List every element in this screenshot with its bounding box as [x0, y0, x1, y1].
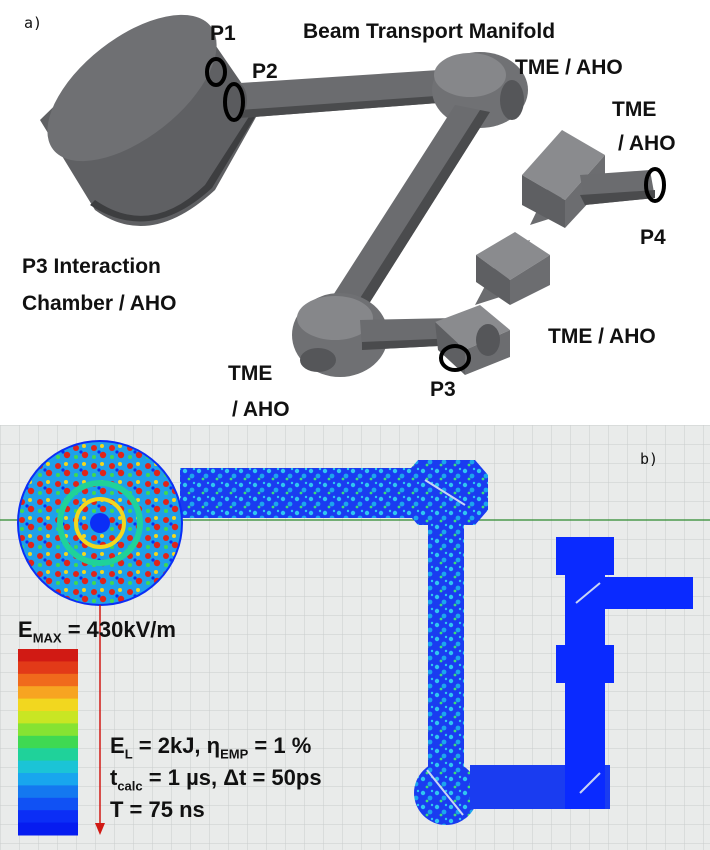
panel-b-tag: b) — [640, 450, 659, 468]
colorbar-step — [18, 785, 78, 799]
colorbar — [18, 649, 78, 836]
colorbar-step — [18, 822, 78, 836]
colorbar-step — [18, 711, 78, 724]
colorbar-step — [18, 810, 78, 824]
colorbar-step — [18, 661, 78, 675]
field-chamber — [17, 440, 183, 606]
colorbar-step — [18, 673, 78, 687]
panel-b-field-simulation: b) EMAX = 430kV/m EL = 2kJ, ηEMP = 1 % t… — [0, 425, 710, 850]
label-p1: P1 — [210, 22, 236, 45]
label-tme-right-2: / AHO — [618, 132, 676, 155]
dt-value: Δt = 50ps — [223, 765, 322, 790]
panel-a-tag: a) — [24, 14, 43, 32]
tcalc-subscript: calc — [117, 778, 143, 794]
diagonal-pipe — [330, 105, 490, 310]
eta-symbol: η — [206, 733, 221, 758]
field-right-section — [556, 537, 693, 809]
colorbar-step — [18, 686, 78, 700]
panel-a-3d-model: a) P1 P2 Beam Transport Manifold TME / A… — [22, 14, 676, 421]
period-line: T = 75 ns — [110, 797, 205, 823]
label-chamber-1: P3 Interaction — [22, 255, 161, 278]
bottom-elbow — [292, 293, 388, 377]
el-value: = 2kJ, — [138, 733, 207, 758]
label-tme-bottom-2: / AHO — [232, 398, 290, 421]
emax-value: = 430kV/m — [67, 617, 176, 642]
probe-arrowhead — [95, 823, 105, 835]
colorbar-step — [18, 649, 78, 662]
port-p2-marker — [223, 82, 245, 122]
label-tme-right-1: TME — [612, 98, 657, 121]
colorbar-step — [18, 698, 78, 712]
label-p3: P3 — [430, 378, 456, 401]
interaction-chamber — [40, 14, 260, 226]
emax-readout: EMAX = 430kV/m — [18, 617, 176, 645]
label-manifold: Beam Transport Manifold — [303, 20, 556, 43]
energy-line: EL = 2kJ, ηEMP = 1 % — [110, 733, 311, 761]
eta-value: = 1 % — [254, 733, 312, 758]
eta-subscript: EMP — [220, 746, 249, 762]
field-map — [0, 425, 710, 850]
manifold-3d-drawing — [40, 14, 666, 377]
el-symbol: E — [110, 733, 125, 758]
label-p2: P2 — [252, 60, 278, 83]
port-p3-marker — [439, 344, 471, 372]
colorbar-step — [18, 773, 78, 786]
el-subscript: L — [124, 746, 133, 762]
colorbar-step — [18, 760, 78, 774]
lower-pipe — [360, 318, 458, 350]
right-line — [475, 130, 655, 305]
label-chamber-2: Chamber / AHO — [22, 292, 177, 315]
emax-symbol: E — [18, 617, 33, 642]
colorbar-step — [18, 748, 78, 762]
cube-p3 — [435, 305, 510, 375]
field-top-cross — [405, 460, 488, 525]
label-tme-top: TME / AHO — [515, 56, 623, 79]
tcalc-symbol: t — [110, 765, 118, 790]
port-p1-marker — [205, 57, 227, 87]
label-tme-mid: TME / AHO — [548, 325, 656, 348]
emax-subscript: MAX — [32, 630, 62, 646]
colorbar-step — [18, 723, 78, 737]
time-line: tcalc = 1 µs, Δt = 50ps — [110, 765, 322, 793]
label-tme-bottom-1: TME — [228, 362, 273, 385]
colorbar-step — [18, 735, 78, 749]
field-vertical-pipe — [428, 520, 464, 785]
label-p4: P4 — [640, 226, 666, 249]
field-bottom-elbow — [414, 761, 478, 825]
t-value: T = 75 ns — [110, 797, 205, 822]
tcalc-value: = 1 µs, — [148, 765, 224, 790]
port-p4-marker — [644, 167, 666, 203]
colorbar-step — [18, 797, 78, 811]
